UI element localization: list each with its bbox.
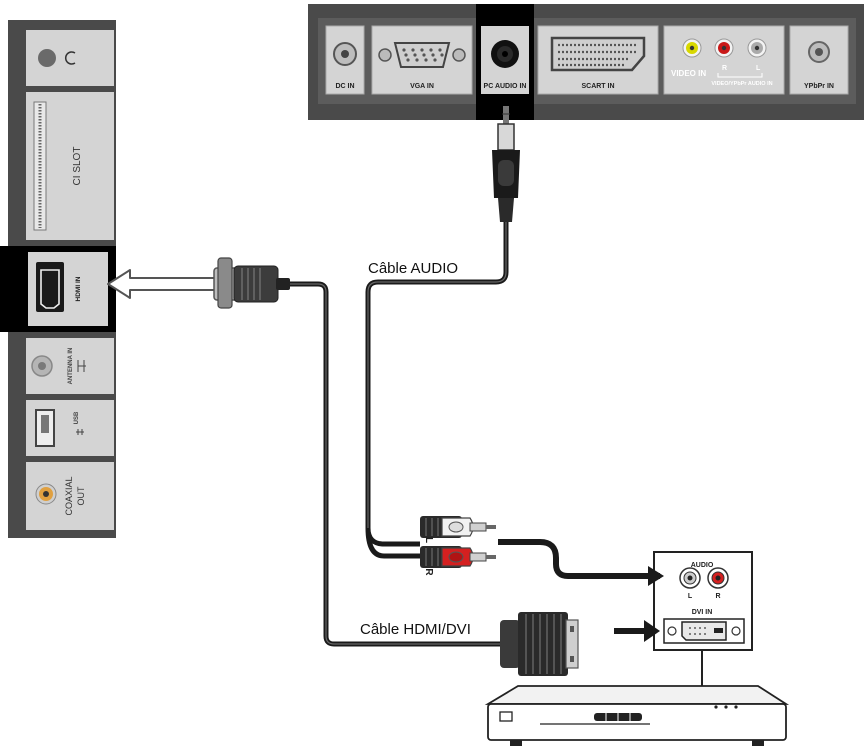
- pc-audio-in-port: PC AUDIO IN: [476, 4, 534, 120]
- video-audio-in-ports: VIDEO IN R L VIDEO/YPbPr AUDIO IN: [663, 25, 785, 95]
- vga-in-port: VGA IN: [371, 25, 473, 95]
- audio-l-label: L: [756, 65, 761, 72]
- ci-slot: CI SLOT: [26, 92, 114, 240]
- device-rear-panel: AUDIO L R DVI IN: [653, 551, 753, 686]
- scart-in-port: SCART IN: [537, 25, 659, 95]
- device-audio-r-label: R: [715, 593, 720, 600]
- coaxial-label: COAXIAL: [64, 476, 74, 515]
- usb-port: USB: [26, 400, 114, 456]
- rca-r-label: R: [423, 568, 434, 576]
- device-audio-l-label: L: [688, 593, 693, 600]
- out-label: OUT: [76, 486, 86, 506]
- hdmi-in-label: HDMI IN: [75, 276, 82, 301]
- dc-in-port: DC IN: [325, 25, 365, 95]
- rca-plug-right: [420, 546, 496, 568]
- headphone-icon: [65, 51, 76, 65]
- usb-label: USB: [74, 411, 80, 424]
- antenna-in-port: ANTENNA IN: [26, 338, 114, 394]
- hdmi-arrow: [107, 269, 217, 299]
- hdmi-dvi-cable: [290, 281, 508, 647]
- video-ypbpr-audio-in-label: VIDEO/YPbPr AUDIO IN: [711, 81, 772, 87]
- scart-in-label: SCART IN: [581, 83, 614, 90]
- antenna-in-label: ANTENNA IN: [68, 348, 74, 385]
- ypbpr-in-label: YPbPr IN: [804, 83, 834, 90]
- headphone-port: [26, 30, 114, 86]
- rca-l-label: L: [423, 537, 434, 543]
- video-in-label: VIDEO IN: [671, 69, 706, 78]
- hdmi-dvi-cable-label: Câble HDMI/DVI: [360, 621, 471, 638]
- dvi-plug: [500, 612, 579, 676]
- ypbpr-in-port: YPbPr IN: [789, 25, 849, 95]
- tv-side-panel: CI SLOT HDMI IN ANTENNA IN USB: [0, 20, 116, 538]
- rca-plug-left: [420, 516, 496, 538]
- audio-r-label: R: [722, 65, 727, 72]
- vga-in-label: VGA IN: [410, 83, 434, 90]
- usb-icon: [76, 429, 84, 435]
- device-audio-label: AUDIO: [691, 562, 714, 569]
- hdmi-in-port: HDMI IN: [0, 246, 116, 332]
- antenna-icon: [77, 360, 86, 372]
- coaxial-out-port: COAXIAL OUT: [26, 462, 114, 530]
- device-dvi-in-label: DVI IN: [692, 609, 713, 616]
- hdmi-plug: [213, 257, 290, 309]
- pc-audio-in-label: PC AUDIO IN: [484, 83, 527, 90]
- dvd-player: [484, 685, 790, 746]
- tv-rear-panel: DC IN VGA IN PC AUDIO IN: [308, 4, 864, 120]
- minijack-plug: [492, 106, 520, 222]
- audio-arrow: [498, 539, 660, 579]
- dc-in-label: DC IN: [335, 83, 354, 90]
- ci-slot-label: CI SLOT: [72, 147, 83, 186]
- audio-cable-label: Câble AUDIO: [368, 260, 458, 277]
